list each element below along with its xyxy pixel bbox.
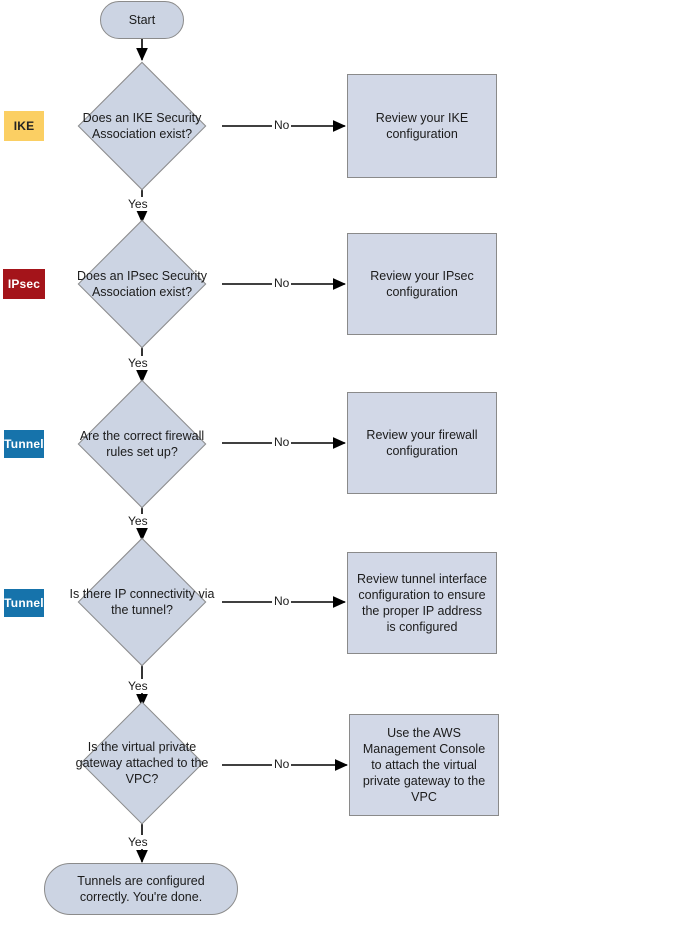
node-label: Does an IKE Security Association exist? <box>82 111 202 141</box>
edge-label-text: Yes <box>128 197 148 211</box>
protocol-tag-label: IPsec <box>7 277 41 291</box>
edge-label-no-ipsec: No <box>272 276 292 290</box>
edge-label-no-ike: No <box>272 118 292 132</box>
node-label: Review your firewall configuration <box>366 428 478 458</box>
node-label: Is the virtual private gateway attached … <box>75 740 209 786</box>
node-label: Review your IKE configuration <box>375 111 469 141</box>
edge-label-text: No <box>274 435 290 449</box>
edge-label-text: No <box>274 276 290 290</box>
edge-label-text: No <box>274 594 290 608</box>
edge-label-yes-connectivity: Yes <box>126 679 150 693</box>
node-start[interactable]: Start <box>100 1 184 39</box>
node-label: Review tunnel interface configuration to… <box>357 572 487 634</box>
node-action-review-ike-config[interactable]: Review your IKE configuration <box>347 74 497 178</box>
node-action-attach-vgw[interactable]: Use the AWS Management Console to attach… <box>349 714 499 816</box>
edge-label-yes-ike: Yes <box>126 197 150 211</box>
node-label: Use the AWS Management Console to attach… <box>362 726 486 804</box>
node-action-review-tunnel-interface[interactable]: Review tunnel interface configuration to… <box>347 552 497 654</box>
node-action-review-ipsec-config[interactable]: Review your IPsec configuration <box>347 233 497 335</box>
node-decision-ip-connectivity[interactable]: Is there IP connectivity via the tunnel? <box>62 537 222 667</box>
node-decision-vgw-attached[interactable]: Is the virtual private gateway attached … <box>62 701 222 825</box>
edge-label-text: No <box>274 757 290 771</box>
protocol-tag-label: Tunnel <box>4 596 44 610</box>
protocol-tag-tunnel-connectivity: Tunnel <box>4 589 44 617</box>
edge-label-no-connectivity: No <box>272 594 292 608</box>
node-decision-firewall-rules[interactable]: Are the correct firewall rules set up? <box>62 379 222 509</box>
node-label: Tunnels are configured correctly. You're… <box>77 874 205 904</box>
edge-label-text: Yes <box>128 356 148 370</box>
protocol-tag-ipsec: IPsec <box>3 269 45 299</box>
edge-label-yes-vgw: Yes <box>126 835 150 849</box>
edge-label-text: Yes <box>128 514 148 528</box>
protocol-tag-label: Tunnel <box>4 437 44 451</box>
edge-label-yes-firewall: Yes <box>126 514 150 528</box>
node-end-success[interactable]: Tunnels are configured correctly. You're… <box>44 863 238 915</box>
edge-label-yes-ipsec: Yes <box>126 356 150 370</box>
edge-label-text: Yes <box>128 835 148 849</box>
edge-label-no-firewall: No <box>272 435 292 449</box>
protocol-tag-label: IKE <box>13 119 35 133</box>
node-action-review-firewall-config[interactable]: Review your firewall configuration <box>347 392 497 494</box>
node-decision-ike-sa[interactable]: Does an IKE Security Association exist? <box>62 61 222 191</box>
edge-label-text: No <box>274 118 290 132</box>
node-label: Start <box>128 13 156 27</box>
protocol-tag-ike: IKE <box>4 111 44 141</box>
node-label: Does an IPsec Security Association exist… <box>77 269 207 299</box>
protocol-tag-tunnel-firewall: Tunnel <box>4 430 44 458</box>
node-label: Is there IP connectivity via the tunnel? <box>69 587 215 617</box>
node-label: Review your IPsec configuration <box>370 269 474 299</box>
edge-label-text: Yes <box>128 679 148 693</box>
node-label: Are the correct firewall rules set up? <box>79 429 205 459</box>
edge-label-no-vgw: No <box>272 757 292 771</box>
node-decision-ipsec-sa[interactable]: Does an IPsec Security Association exist… <box>62 219 222 349</box>
